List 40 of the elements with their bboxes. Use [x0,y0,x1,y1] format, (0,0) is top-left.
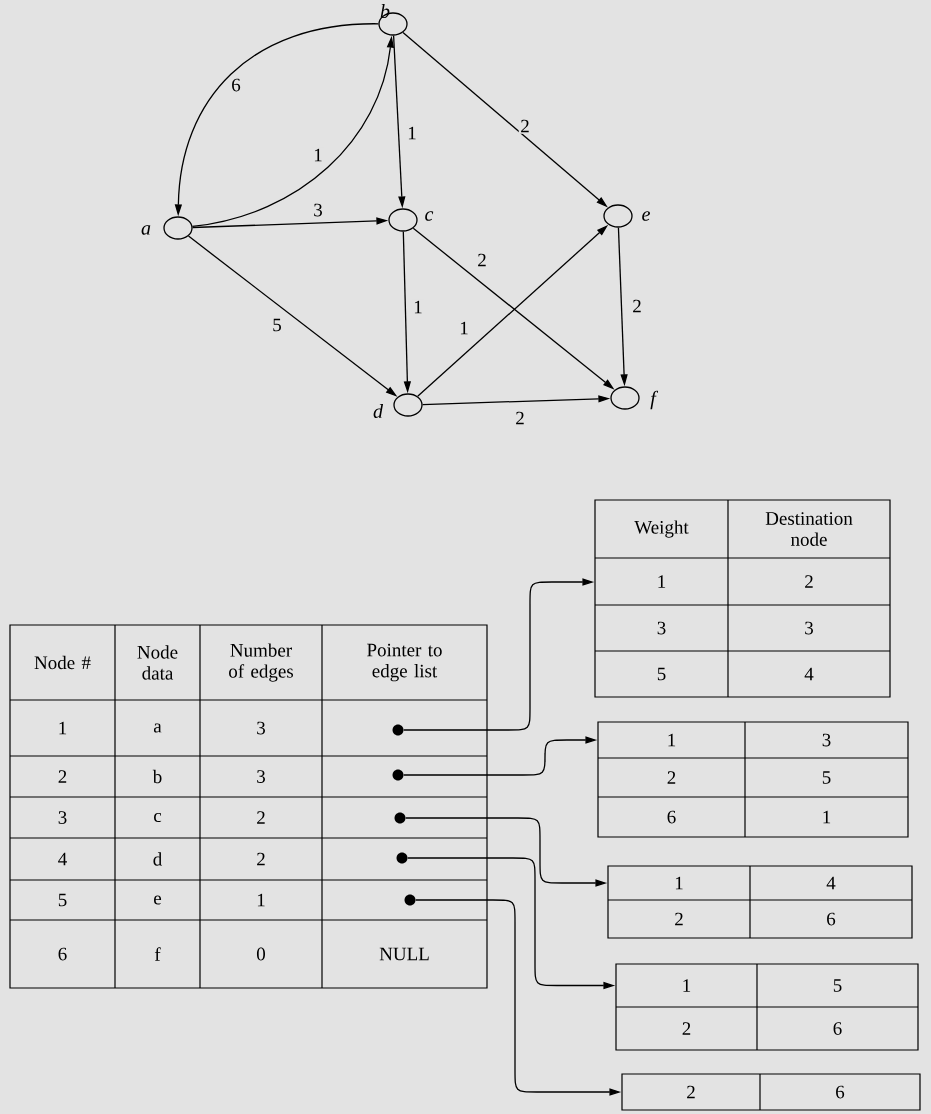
label: 6 [58,947,67,961]
label: NULL [379,947,429,961]
edge-list-table: 2 6 [621,1073,921,1111]
label: Number of edges [229,643,294,682]
vertex-label: b [380,3,390,19]
label: b [152,769,162,784]
graph-vertex [163,216,193,240]
label: f [154,947,161,961]
label: e [154,895,162,905]
label: Pointer to edge list [367,643,442,682]
label: 2 [58,770,67,783]
label: d [153,852,163,866]
vertex-label: c [425,211,434,221]
graph-vertex [610,386,640,410]
label: Node # [34,655,91,670]
graph-vertex [393,393,423,417]
label: 1 [59,721,67,735]
label: Node data [137,645,178,680]
label: 3 [257,770,265,783]
label: a [153,723,162,733]
label: c [154,812,162,823]
label: 4 [58,852,67,866]
label: 0 [256,947,266,961]
graph-vertex [388,208,418,232]
label: 2 [257,852,265,866]
label: 5 [58,893,67,907]
label: 1 [257,893,265,907]
label: 3 [257,721,265,735]
vertex-label: e [642,211,650,221]
vertex-label: f [650,390,659,410]
edge-list-table: 1 3 2 5 6 1 [597,721,909,838]
vertex-label: d [373,403,384,419]
edge-list-table: 1 5 2 6 [615,963,919,1051]
node-table: Node # Node data Number of edges Pointer to edge list 1 a 3 2 b 3 3 c 2 4 d 2 5 e 1 6 f 0 NULL [9,624,488,989]
label: 3 [58,811,67,824]
edge-list-table: 1 4 2 6 [607,865,913,939]
edge-list-table: Weight Destination node 1 2 3 3 5 4 [594,499,891,698]
vertex-label: a [141,225,151,235]
graph-vertex [603,204,633,228]
label: 2 [257,811,265,824]
